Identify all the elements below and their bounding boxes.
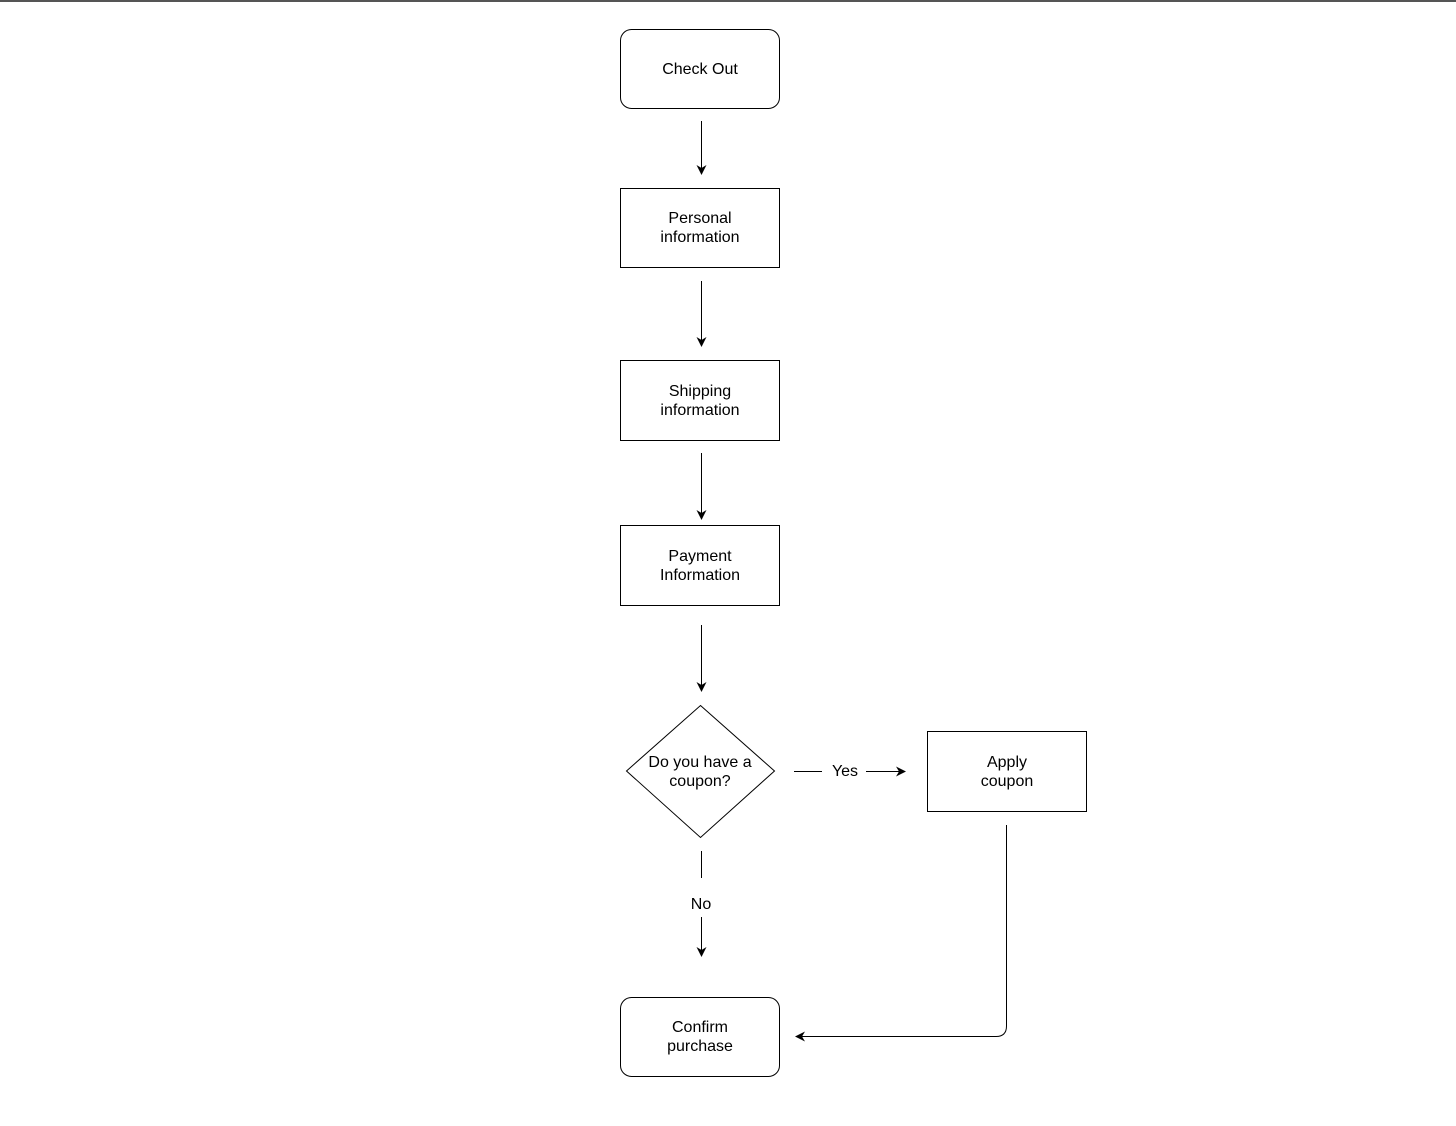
- node-checkout-label: Check Out: [662, 60, 738, 78]
- node-confirm-shape: [620, 997, 780, 1077]
- node-payment-label: Payment Information: [659, 547, 741, 584]
- edge-no-label: No: [684, 895, 718, 914]
- top-border: [0, 0, 1456, 2]
- node-apply-coupon-label: Apply coupon: [980, 753, 1034, 790]
- node-coupon-question-label: Do you have a coupon?: [648, 753, 752, 790]
- edge-yes-label: Yes: [826, 762, 864, 781]
- node-coupon-question-shape: [625, 704, 776, 839]
- node-personal-label: Personal information: [660, 210, 740, 246]
- node-payment-shape: [620, 525, 780, 606]
- node-shipping-label: Shipping information: [660, 382, 740, 419]
- node-apply-coupon-shape: [927, 731, 1087, 812]
- edge-apply-to-confirm: [795, 825, 1007, 1042]
- node-personal-shape: [620, 188, 780, 268]
- node-shipping-shape: [620, 360, 780, 441]
- node-confirm-label: Confirm purchase: [667, 1019, 733, 1055]
- node-checkout-shape: [620, 29, 780, 109]
